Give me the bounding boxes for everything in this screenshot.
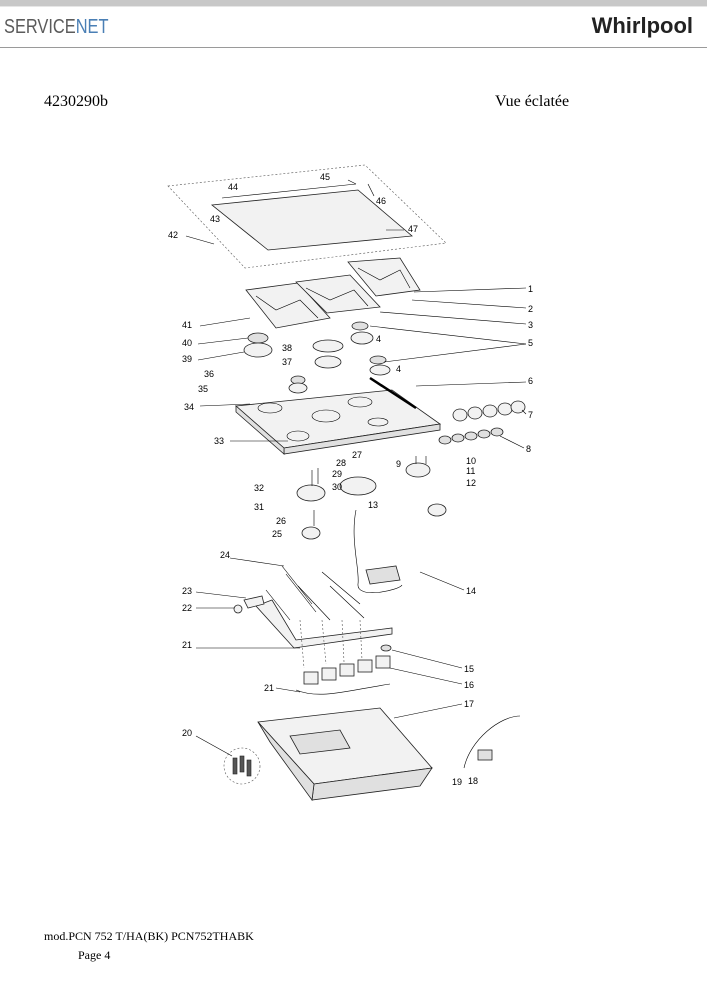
gas-valves [295,644,392,695]
callout-24: 23 [182,586,192,596]
callout-31: 30 [332,482,342,492]
callout-14: 14 [466,586,476,596]
feet-detail [223,747,261,785]
callout-44: 43 [210,214,220,224]
callout-17: 17 [464,699,474,709]
callout-2: 2 [528,304,533,314]
gas-pipes [233,565,393,669]
callout-3: 3 [528,320,533,330]
callout-22: 21 [182,640,192,650]
callout-20: 20 [182,728,192,738]
callout-18: 18 [468,776,478,786]
callout-33: 32 [254,483,264,493]
document-id: 4230290b [44,93,108,110]
callout-13: 13 [368,500,378,510]
callout-36: 35 [198,384,208,394]
callout-46: 45 [320,172,330,182]
callout-21: 21 [264,683,274,693]
burner-caps [243,321,391,394]
callout-29: 28 [336,458,346,468]
mains-cable [463,715,521,769]
glass-lid [210,189,413,251]
header-bar-line [0,6,707,7]
callout-34: 33 [214,436,224,446]
callout-41: 40 [182,338,192,348]
callout-labels: 45 44 46 43 47 42 1 2 3 41 4 5 40 38 39 … [168,172,533,787]
callout-43: 42 [168,230,178,240]
header-divider [0,47,707,48]
header-bar [0,0,707,6]
callout-28: 27 [352,450,362,460]
callout-32: 31 [254,502,264,512]
callout-39: 38 [282,343,292,353]
callout-9: 9 [396,459,401,469]
bottom-tray [257,707,433,802]
callout-4a: 4 [376,334,381,344]
callout-15: 15 [464,664,474,674]
servicenet-logo: SERVICENET [4,16,109,38]
ignition-wiring [353,509,403,593]
footer-page-number: Page 4 [78,948,111,962]
hob-top-plate [235,376,442,455]
callout-26: 25 [272,529,282,539]
callout-8: 8 [526,444,531,454]
callout-45: 44 [228,182,238,192]
callout-4b: 4 [396,364,401,374]
whirlpool-logo: Whirlpool [591,13,693,38]
callout-27: 26 [276,516,286,526]
callout-47: 46 [376,196,386,206]
callout-11: 11 [466,466,475,476]
callout-12: 12 [466,478,476,488]
callout-6: 6 [528,376,533,386]
burner-bodies [296,456,447,540]
callout-16: 16 [464,680,474,690]
lid-hinge-bar [221,183,357,199]
lid-outline [167,164,447,269]
callout-19: 19 [452,777,462,787]
control-knobs [438,400,526,445]
view-title: Vue éclatée [495,93,570,110]
callout-30: 29 [332,469,342,479]
callout-10: 10 [466,456,476,466]
callout-23: 22 [182,603,192,613]
pan-supports [245,257,421,329]
callout-1: 1 [528,284,533,294]
callout-38: 37 [282,357,292,367]
callout-37: 36 [204,369,214,379]
callout-40: 39 [182,354,192,364]
leader-lines [185,179,527,757]
footer-model: mod.PCN 752 T/HA(BK) PCN752THABK [44,929,254,943]
callout-5: 5 [528,338,533,348]
callout-7: 7 [528,410,533,420]
callout-35: 34 [184,402,194,412]
callout-48: 47 [408,224,418,234]
callout-25: 24 [220,550,230,560]
callout-42: 41 [182,320,192,330]
